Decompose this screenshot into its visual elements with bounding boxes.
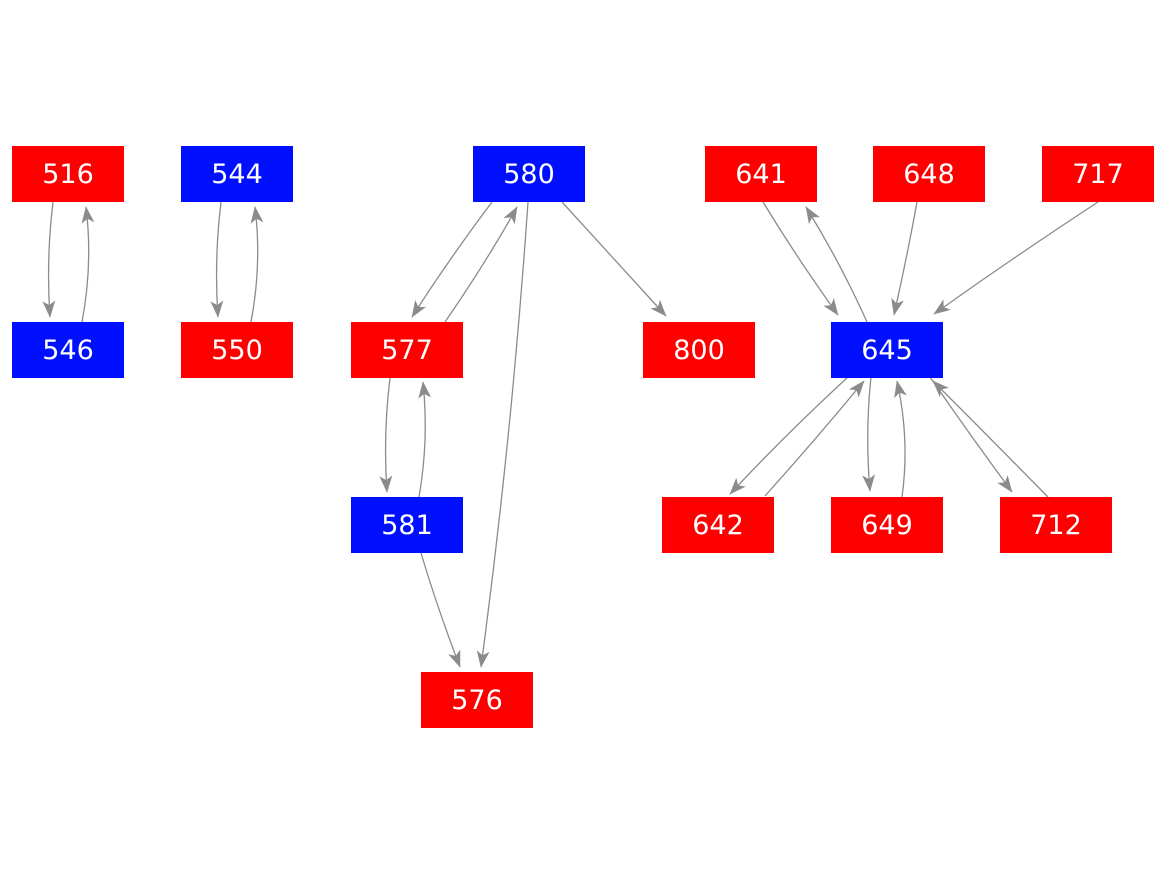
edge-645-641 <box>805 206 868 323</box>
node-580: 580 <box>473 146 585 202</box>
node-717: 717 <box>1042 146 1154 202</box>
node-648: 648 <box>873 146 985 202</box>
edge-645-642 <box>729 376 849 495</box>
node-581: 581 <box>351 497 463 553</box>
edge-645-712 <box>929 376 1013 493</box>
edges-group <box>42 201 1099 668</box>
edge-717-645 <box>933 201 1099 315</box>
node-label: 712 <box>1030 509 1082 541</box>
edge-544-550 <box>210 201 224 318</box>
edge-516-546 <box>42 201 56 318</box>
edge-550-544 <box>250 206 264 323</box>
node-label: 546 <box>42 334 94 366</box>
node-label: 717 <box>1072 158 1124 190</box>
node-label: 516 <box>42 158 94 190</box>
node-label: 645 <box>861 334 913 366</box>
edge-649-645 <box>894 380 907 498</box>
node-544: 544 <box>181 146 293 202</box>
edge-645-649 <box>862 376 876 492</box>
node-label: 544 <box>211 158 263 190</box>
edge-580-576 <box>476 201 529 668</box>
edge-577-580 <box>444 206 518 323</box>
node-546: 546 <box>12 322 124 378</box>
node-516: 516 <box>12 146 124 202</box>
node-label: 577 <box>381 334 433 366</box>
edge-580-800 <box>561 201 667 317</box>
node-712: 712 <box>1000 497 1112 553</box>
node-642: 642 <box>662 497 774 553</box>
node-label: 580 <box>503 158 555 190</box>
edge-581-577 <box>418 381 432 498</box>
node-label: 550 <box>211 334 263 366</box>
node-label: 641 <box>735 158 787 190</box>
node-label: 800 <box>673 334 725 366</box>
node-576: 576 <box>421 672 533 728</box>
edge-712-645 <box>932 380 1049 498</box>
edge-581-576 <box>420 552 461 668</box>
edge-546-516 <box>81 206 95 323</box>
node-800: 800 <box>643 322 755 378</box>
node-label: 648 <box>903 158 955 190</box>
node-label: 649 <box>861 509 913 541</box>
node-649: 649 <box>831 497 943 553</box>
edge-641-645 <box>762 201 839 316</box>
edge-642-645 <box>764 380 865 497</box>
node-label: 642 <box>692 509 744 541</box>
node-550: 550 <box>181 322 293 378</box>
node-641: 641 <box>705 146 817 202</box>
node-label: 581 <box>381 509 433 541</box>
node-label: 576 <box>451 684 503 716</box>
edge-648-645 <box>891 201 918 316</box>
edge-577-581 <box>379 377 393 493</box>
node-645: 645 <box>831 322 943 378</box>
node-577: 577 <box>351 322 463 378</box>
edge-580-577 <box>411 201 493 318</box>
